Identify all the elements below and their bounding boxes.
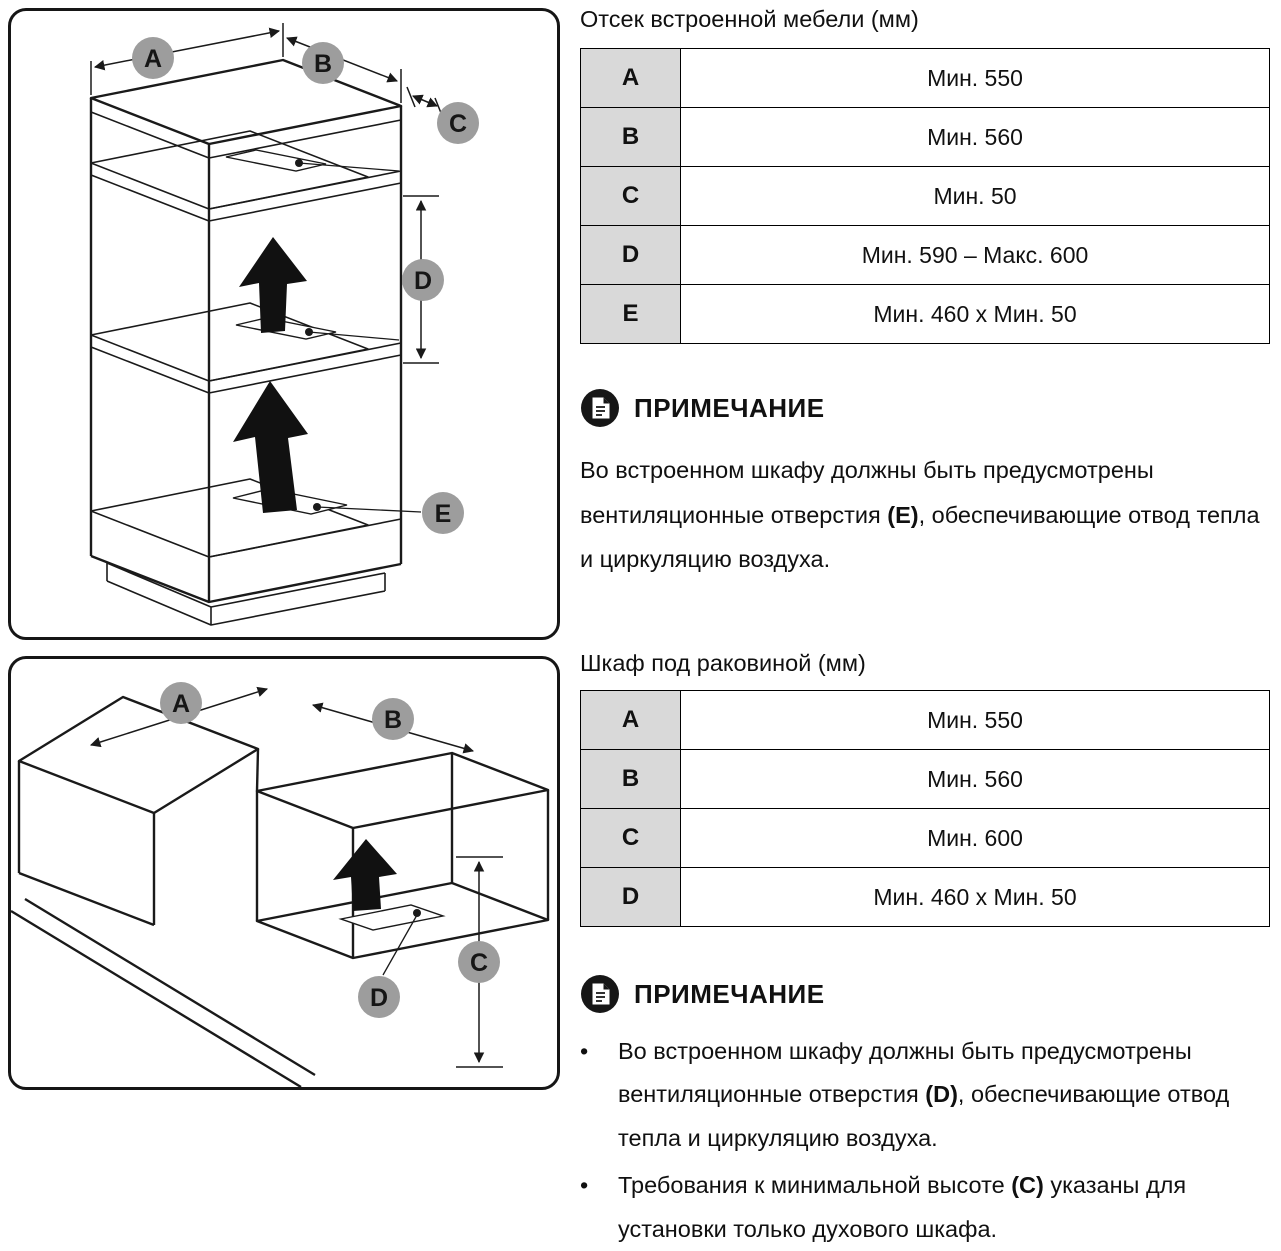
dim-value-cell: Мин. 550 [680, 690, 1270, 750]
label-circle-d: D [358, 976, 400, 1018]
dim-value-cell: Мин. 560 [680, 749, 1270, 809]
airflow-arrow [333, 839, 397, 911]
dim-key-cell: E [580, 284, 681, 344]
dim-key-cell: D [580, 867, 681, 927]
bullet2-bold-ref: (C) [1011, 1172, 1044, 1199]
bullet2-before: Требования к минимальной высоте [618, 1172, 1012, 1199]
bullet-text: Требования к минимальной высоте (C) указ… [618, 1164, 1270, 1251]
label-b-text: B [314, 50, 332, 78]
note1-heading: ПРИМЕЧАНИЕ [634, 392, 825, 423]
note-icon [580, 974, 620, 1014]
bullet-marker: • [580, 1172, 589, 1199]
dim-value-cell: Мин. 460 x Мин. 50 [680, 867, 1270, 927]
bullet2-after: указаны для установки только духового шк… [618, 1172, 1187, 1242]
section1-table: A Мин. 550 B Мин. 560 C Мин. 50 D Мин. 5… [580, 48, 1270, 344]
table-row: C Мин. 50 [580, 166, 1270, 226]
dim-key-cell: B [580, 107, 681, 167]
dim-value-cell: Мин. 50 [680, 166, 1270, 226]
bullet-text: Во встроенном шкафу должны быть предусмо… [618, 1030, 1270, 1160]
bullet1-after: , обеспечивающие отвод тепла и циркуляци… [618, 1081, 1230, 1151]
note1-bold-ref: (E) [887, 501, 919, 528]
dim-value-cell: Мин. 460 x Мин. 50 [680, 284, 1270, 344]
section2-table: A Мин. 550 B Мин. 560 C Мин. 600 D Мин. … [580, 690, 1270, 927]
label-circle-b: B [372, 698, 414, 740]
note1-text: Во встроенном шкафу должны быть предусмо… [580, 448, 1270, 582]
label-circle-d: D [402, 259, 444, 301]
dim-value-cell: Мин. 590 – Макс. 600 [680, 225, 1270, 285]
note2-header: ПРИМЕЧАНИЕ [580, 974, 1270, 1014]
leader-lines [298, 162, 422, 513]
note2-bullets: • Во встроенном шкафу должны быть предус… [580, 1030, 1270, 1251]
table-row: C Мин. 600 [580, 808, 1270, 868]
under-sink-cabinet-diagram: A B C D [11, 682, 550, 1087]
dimension-labels: A B C D [160, 682, 500, 1018]
label-circle-c: C [458, 941, 500, 983]
table-row: A Мин. 550 [580, 690, 1270, 750]
dim-key-cell: C [580, 166, 681, 226]
bullet-item: • Во встроенном шкафу должны быть предус… [580, 1030, 1270, 1160]
table-row: B Мин. 560 [580, 749, 1270, 809]
label-circle-a: A [132, 37, 174, 79]
bullet-marker: • [580, 1038, 589, 1064]
bullet1-bold-ref: (D) [925, 1081, 958, 1108]
bullet-item: • Требования к минимальной высоте (C) ук… [580, 1164, 1270, 1251]
dim-value-cell: Мин. 560 [680, 107, 1270, 167]
vent-hole [338, 904, 446, 976]
note1-text-after: , обеспечивающие отвод тепла и циркуляци… [580, 501, 1260, 573]
built-in-cabinet-panel: A B C D E [8, 8, 560, 640]
dim-key-cell: B [580, 749, 681, 809]
label-a-text: A [172, 690, 190, 718]
dim-value-cell: Мин. 550 [680, 48, 1270, 108]
airflow-arrows [233, 237, 308, 513]
dim-key-cell: C [580, 808, 681, 868]
table-row: A Мин. 550 [580, 48, 1270, 108]
table-row: E Мин. 460 x Мин. 50 [580, 284, 1270, 344]
label-c-text: C [449, 110, 467, 138]
label-d-text: D [370, 984, 388, 1012]
section2-title: Шкаф под раковиной (мм) [580, 650, 866, 676]
cabinet-shelves [90, 111, 402, 626]
label-e-text: E [435, 500, 452, 528]
dim-key-cell: D [580, 225, 681, 285]
label-circle-e: E [422, 492, 464, 534]
table-row: D Мин. 590 – Макс. 600 [580, 225, 1270, 285]
dimension-labels: A B C D E [132, 37, 479, 534]
built-in-cabinet-diagram: A B C D E [89, 23, 479, 626]
under-sink-cabinet-panel: A B C D [8, 656, 560, 1090]
section1-title: Отсек встроенной мебели (мм) [580, 6, 919, 32]
counter-outline [11, 695, 550, 1087]
vent-dot [413, 909, 421, 917]
dim-value-cell: Мин. 600 [680, 808, 1270, 868]
note-icon [580, 388, 620, 428]
dim-key-cell: A [580, 48, 681, 108]
dim-key-cell: A [580, 690, 681, 750]
label-d-text: D [414, 267, 432, 295]
label-b-text: B [384, 706, 402, 734]
bullet1-before: Во встроенном шкафу должны быть предусмо… [618, 1038, 1192, 1108]
label-circle-a: A [160, 682, 202, 724]
note1-text-before: Во встроенном шкафу должны быть предусмо… [580, 457, 1154, 528]
table-row: B Мин. 560 [580, 107, 1270, 167]
label-circle-b: B [302, 42, 344, 84]
leader-line-d [382, 914, 418, 976]
note1-header: ПРИМЕЧАНИЕ [580, 388, 1270, 428]
label-c-text: C [470, 949, 488, 977]
cabinet-outline [89, 58, 403, 604]
label-a-text: A [144, 45, 162, 73]
note2-heading: ПРИМЕЧАНИЕ [634, 978, 825, 1009]
label-circle-c: C [437, 102, 479, 144]
table-row: D Мин. 460 x Мин. 50 [580, 867, 1270, 927]
